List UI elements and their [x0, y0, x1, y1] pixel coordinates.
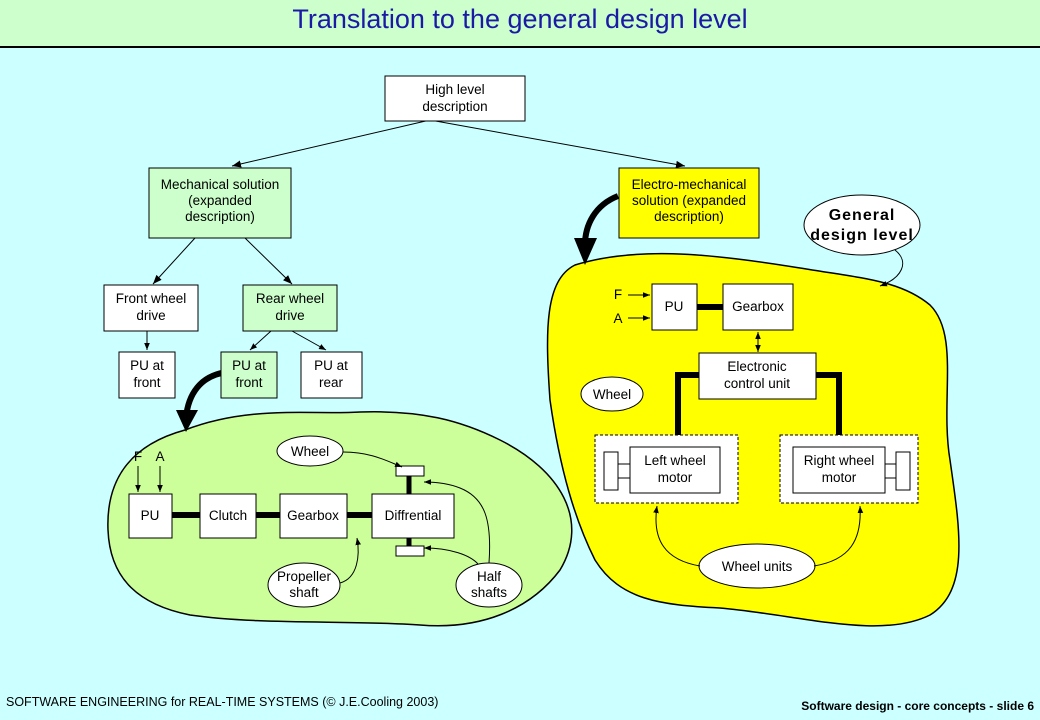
electro-f-label: F — [614, 287, 622, 302]
high-level-line-1: High level — [425, 82, 484, 97]
pu-front-2-line-2: front — [235, 375, 262, 390]
electro-detail: F A PU Gearbox Electronic control unit W… — [580, 283, 919, 589]
front-wheel-line-1: Front wheel — [116, 291, 187, 306]
mechanical-line-1: Mechanical solution — [161, 177, 280, 192]
pu-at-front-box-1: PU at front — [118, 351, 176, 399]
electro-mechanical-solution-box: Electro-mechanical solution (expanded de… — [618, 167, 760, 239]
left-motor-line-1: Left wheel — [644, 453, 706, 468]
mech-wheel-ellipse — [276, 435, 344, 467]
translate-arrow-right — [582, 193, 620, 246]
electro-ecu-box — [698, 352, 817, 400]
translate-arrowhead-right — [574, 238, 597, 265]
mech-propeller-line-1: Propeller — [277, 569, 332, 584]
mech-f-label: F — [134, 449, 142, 464]
wheel-units-label: Wheel units — [722, 559, 793, 574]
footer-copyright: SOFTWARE ENGINEERING for REAL-TIME SYSTE… — [6, 695, 439, 709]
mech-gearbox-label: Gearbox — [287, 508, 339, 523]
electro-wheel-ellipse — [580, 376, 644, 412]
electro-ecu-line-1: Electronic — [727, 359, 787, 374]
electro-detail-blob — [546, 252, 960, 627]
mech-propeller-line-2: shaft — [289, 585, 319, 600]
mech-pu-box — [128, 493, 173, 539]
rear-wheel-line-1: Rear wheel — [256, 291, 324, 306]
general-design-level-callout: General design level — [803, 194, 921, 287]
general-design-line-2: design level — [810, 227, 914, 244]
footer-slide-info: Software design - core concepts - slide … — [801, 699, 1034, 713]
mechanical-line-2: (expanded — [188, 193, 252, 208]
rear-wheel-drive-box: Rear wheel drive — [242, 284, 338, 332]
electro-line-2: solution (expanded — [632, 193, 746, 208]
mech-clutch-label: Clutch — [209, 508, 247, 523]
left-wheel-icon — [603, 451, 619, 491]
mech-differential-label: Diffrential — [385, 508, 442, 523]
mech-half-line-1: Half — [477, 569, 501, 584]
mechanical-line-3: description) — [185, 209, 255, 224]
right-wheel-icon — [895, 451, 911, 491]
mech-gearbox-box — [279, 493, 348, 539]
tree-arrows — [144, 119, 686, 351]
pu-at-rear-box: PU at rear — [300, 351, 363, 399]
mech-wheel-bottom — [395, 545, 425, 557]
right-motor-line-2: motor — [822, 470, 857, 485]
mech-clutch-box — [199, 493, 257, 539]
translate-arrowhead-left — [176, 410, 198, 432]
slide-title: Translation to the general design level — [292, 4, 748, 34]
pu-front-1-line-2: front — [133, 375, 160, 390]
pu-front-1-line-1: PU at — [130, 358, 164, 373]
mech-pu-label: PU — [141, 508, 160, 523]
high-level-line-2: description — [422, 99, 487, 114]
electro-line-3: description) — [654, 209, 724, 224]
left-wheel-motor-box — [629, 446, 721, 494]
mech-wheel-label: Wheel — [291, 444, 329, 459]
mechanical-solution-box: Mechanical solution (expanded descriptio… — [148, 167, 292, 239]
electro-pu-label: PU — [665, 299, 684, 314]
electro-gearbox-label: Gearbox — [732, 299, 784, 314]
mech-a-label: A — [155, 449, 164, 464]
electro-a-label: A — [613, 311, 622, 326]
high-level-description-box: High level description — [384, 75, 526, 122]
electro-pu-box — [651, 283, 698, 331]
front-wheel-drive-box: Front wheel drive — [103, 284, 199, 332]
pu-at-front-box-2: PU at front — [220, 351, 278, 399]
right-wheel-motor-box — [792, 446, 886, 494]
mech-differential-box — [371, 493, 455, 539]
general-design-line-1: General — [829, 207, 896, 224]
pu-front-2-line-1: PU at — [232, 358, 266, 373]
electro-ecu-line-2: control unit — [724, 376, 790, 391]
mech-wheel-top — [395, 465, 425, 477]
electro-gearbox-box — [722, 283, 794, 331]
pu-rear-line-2: rear — [319, 375, 344, 390]
mechanical-detail: F A PU Clutch Gearbox Diffrential Wheel … — [128, 435, 523, 608]
electro-line-1: Electro-mechanical — [632, 177, 747, 192]
mech-propeller-ellipse — [267, 562, 341, 608]
electro-wheel-label: Wheel — [593, 387, 631, 402]
left-motor-line-2: motor — [658, 470, 693, 485]
front-wheel-line-2: drive — [136, 308, 165, 323]
right-motor-line-1: Right wheel — [804, 453, 875, 468]
mech-half-line-2: shafts — [471, 585, 507, 600]
rear-wheel-line-2: drive — [275, 308, 304, 323]
pu-rear-line-1: PU at — [314, 358, 348, 373]
title-bar: Translation to the general design level — [0, 0, 1040, 48]
